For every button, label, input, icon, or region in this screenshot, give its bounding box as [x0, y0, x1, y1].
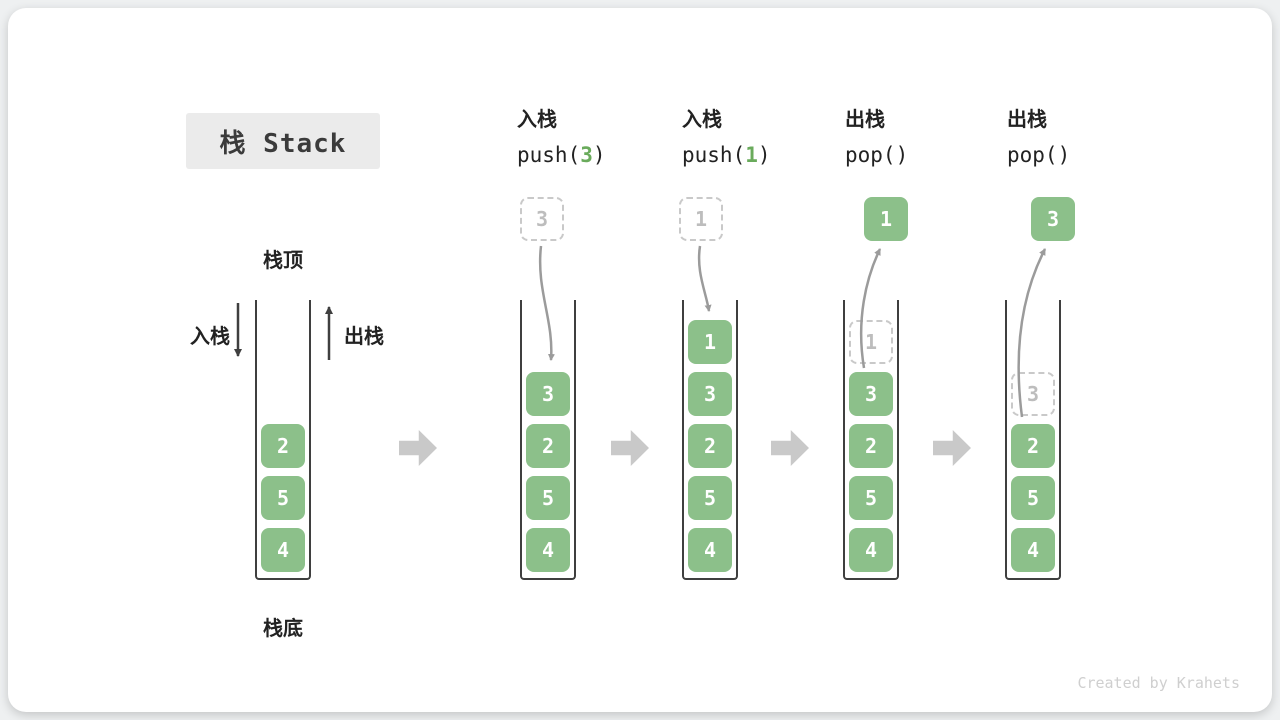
watermark: Created by Krahets — [1077, 674, 1240, 692]
code-pre: pop( — [1007, 143, 1058, 167]
incoming-value-box: 3 — [520, 197, 564, 241]
stack-cell: 4 — [1011, 528, 1055, 572]
stack-bottom-label: 栈底 — [263, 616, 303, 640]
stack-cell: 1 — [688, 320, 732, 364]
step-header-push-3: 入栈 push(3) — [517, 106, 677, 168]
step-op-code: pop() — [845, 142, 1005, 168]
code-arg: 1 — [745, 143, 758, 167]
stack-cell: 5 — [1011, 476, 1055, 520]
popped-value-box: 3 — [1031, 197, 1075, 241]
stack-cell: 2 — [1011, 424, 1055, 468]
stack-cell: 5 — [261, 476, 305, 520]
stack-cell: 5 — [688, 476, 732, 520]
stack-container-step-3: 1 3 2 5 4 — [843, 300, 899, 580]
stack-top-label: 栈顶 — [263, 248, 303, 272]
step-op-label: 出栈 — [1007, 107, 1047, 131]
stack-cell: 3 — [526, 372, 570, 416]
code-pre: pop( — [845, 143, 896, 167]
step-header-push-1: 入栈 push(1) — [682, 106, 842, 168]
incoming-value-box: 1 — [679, 197, 723, 241]
stack-cell: 4 — [849, 528, 893, 572]
step-op-label: 入栈 — [517, 107, 557, 131]
stack-container-step-4: 3 2 5 4 — [1005, 300, 1061, 580]
step-header-pop-3: 出栈 pop() — [1007, 106, 1167, 168]
code-post: ) — [757, 143, 771, 167]
step-op-code: push(3) — [517, 142, 677, 168]
step-op-code: pop() — [1007, 142, 1167, 168]
stack-cell: 4 — [688, 528, 732, 572]
stack-cell: 3 — [849, 372, 893, 416]
removed-cell: 1 — [849, 320, 893, 364]
diagram-title-box: 栈 Stack — [186, 113, 380, 169]
code-arg: 3 — [580, 143, 593, 167]
stack-cell: 2 — [261, 424, 305, 468]
stack-container-step-1: 3 2 5 4 — [520, 300, 576, 580]
diagram-title: 栈 Stack — [219, 128, 347, 159]
stack-cell: 2 — [688, 424, 732, 468]
code-pre: push( — [517, 143, 581, 167]
stack-cell: 3 — [688, 372, 732, 416]
stack-cell: 5 — [526, 476, 570, 520]
code-post: ) — [592, 143, 606, 167]
stack-container-base: 2 5 4 — [255, 300, 311, 580]
step-op-label: 出栈 — [845, 107, 885, 131]
stack-cell: 4 — [526, 528, 570, 572]
code-post: ) — [895, 143, 909, 167]
pop-side-label: 出栈 — [344, 324, 384, 348]
code-pre: push( — [682, 143, 746, 167]
step-header-pop-1: 出栈 pop() — [845, 106, 1005, 168]
step-op-label: 入栈 — [682, 107, 722, 131]
push-side-label: 入栈 — [190, 324, 230, 348]
stack-cell: 2 — [849, 424, 893, 468]
stack-container-step-2: 1 3 2 5 4 — [682, 300, 738, 580]
removed-cell: 3 — [1011, 372, 1055, 416]
stack-cell: 4 — [261, 528, 305, 572]
popped-value-box: 1 — [864, 197, 908, 241]
stack-cell: 5 — [849, 476, 893, 520]
code-post: ) — [1057, 143, 1071, 167]
stack-cell: 2 — [526, 424, 570, 468]
step-op-code: push(1) — [682, 142, 842, 168]
